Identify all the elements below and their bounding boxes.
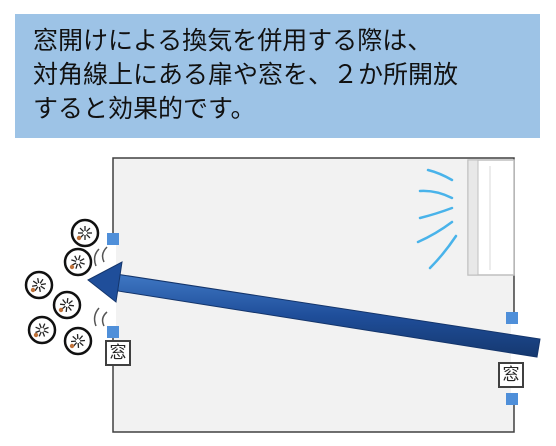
air-conditioner-icon bbox=[467, 159, 515, 276]
virus-particle-icon bbox=[63, 247, 93, 277]
virus-particles bbox=[24, 218, 100, 356]
opening-marker-right-bottom bbox=[506, 393, 518, 405]
virus-particle-icon bbox=[63, 326, 93, 356]
window-label-left: 窓 bbox=[105, 340, 131, 366]
ac-airflow-lines bbox=[416, 168, 458, 270]
instruction-banner: 窓開けによる換気を併用する際は、 対角線上にある扉や窓を、２か所開放 すると効果… bbox=[15, 14, 540, 138]
outflow-arcs bbox=[93, 246, 108, 327]
banner-line-1: 窓開けによる換気を併用する際は、 bbox=[33, 26, 433, 55]
virus-particle-icon bbox=[70, 218, 100, 248]
banner-line-3: すると効果的です。 bbox=[33, 94, 256, 123]
opening-marker-right-top bbox=[506, 312, 518, 324]
virus-particle-icon bbox=[24, 270, 54, 300]
window-label-right: 窓 bbox=[498, 362, 524, 388]
virus-particle-icon bbox=[27, 315, 57, 345]
opening-marker-left-bottom bbox=[107, 326, 119, 338]
airflow-arrow-icon bbox=[87, 261, 541, 358]
virus-particle-icon bbox=[52, 290, 82, 320]
banner-line-2: 対角線上にある扉や窓を、２か所開放 bbox=[33, 60, 459, 89]
opening-marker-left-top bbox=[107, 233, 119, 245]
right-wall-opening bbox=[511, 322, 517, 394]
